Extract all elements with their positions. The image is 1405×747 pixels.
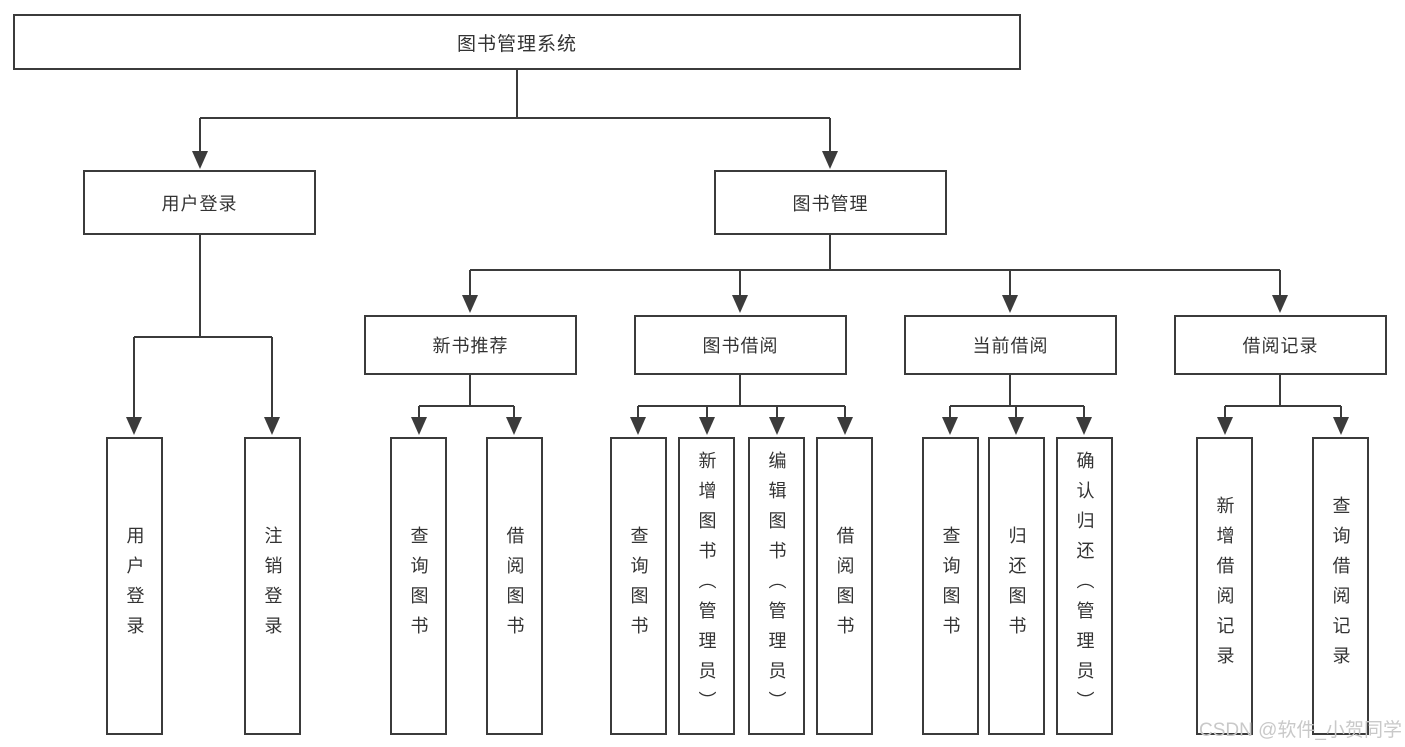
node-label: 借阅记录	[1242, 336, 1319, 356]
leaf-user-login: 用户登录	[106, 437, 163, 735]
leaf-borrow-edit-books-admin: 编辑图书（管理员）	[748, 437, 805, 735]
leaf-recommend-borrow-books: 借阅图书	[486, 437, 543, 735]
node-label: 图书借阅	[702, 336, 779, 356]
node-label: 确认归还（管理员）	[1074, 451, 1095, 721]
leaf-current-confirm-return-admin: 确认归还（管理员）	[1056, 437, 1113, 735]
node-label: 新增借阅记录	[1214, 496, 1235, 676]
leaf-borrow-query-books: 查询图书	[610, 437, 667, 735]
node-new-book-recommend: 新书推荐	[364, 315, 577, 375]
node-user-login: 用户登录	[83, 170, 316, 235]
leaf-logout: 注销登录	[244, 437, 301, 735]
node-label: 用户登录	[161, 193, 238, 214]
node-label: 图书管理系统	[456, 33, 577, 55]
node-label: 借阅图书	[834, 526, 855, 646]
node-label: 图书管理	[792, 193, 869, 214]
node-label: 注销登录	[262, 526, 283, 646]
node-label: 当前借阅	[972, 336, 1049, 356]
leaf-borrow-add-books-admin: 新增图书（管理员）	[678, 437, 735, 735]
node-label: 查询借阅记录	[1330, 496, 1351, 676]
node-label: 新增图书（管理员）	[696, 451, 717, 721]
node-label: 借阅图书	[504, 526, 525, 646]
node-label: 用户登录	[124, 526, 145, 646]
node-label: 查询图书	[940, 526, 961, 646]
leaf-records-add-borrow-record: 新增借阅记录	[1196, 437, 1253, 735]
leaf-records-query-borrow-record: 查询借阅记录	[1312, 437, 1369, 735]
node-current-borrow: 当前借阅	[904, 315, 1117, 375]
leaf-current-return-books: 归还图书	[988, 437, 1045, 735]
csdn-watermark: CSDN @软件_小贺同学	[1199, 720, 1402, 741]
leaf-current-query-books: 查询图书	[922, 437, 979, 735]
node-book-borrow: 图书借阅	[634, 315, 847, 375]
node-label: 查询图书	[408, 526, 429, 646]
leaf-recommend-query-books: 查询图书	[390, 437, 447, 735]
node-label: 编辑图书（管理员）	[766, 451, 787, 721]
node-label: 查询图书	[628, 526, 649, 646]
node-label: 新书推荐	[432, 336, 509, 356]
node-book-management: 图书管理	[714, 170, 947, 235]
node-library-management-system: 图书管理系统	[13, 14, 1021, 70]
node-borrow-records: 借阅记录	[1174, 315, 1387, 375]
node-label: 归还图书	[1006, 526, 1027, 646]
leaf-borrow-borrow-books: 借阅图书	[816, 437, 873, 735]
